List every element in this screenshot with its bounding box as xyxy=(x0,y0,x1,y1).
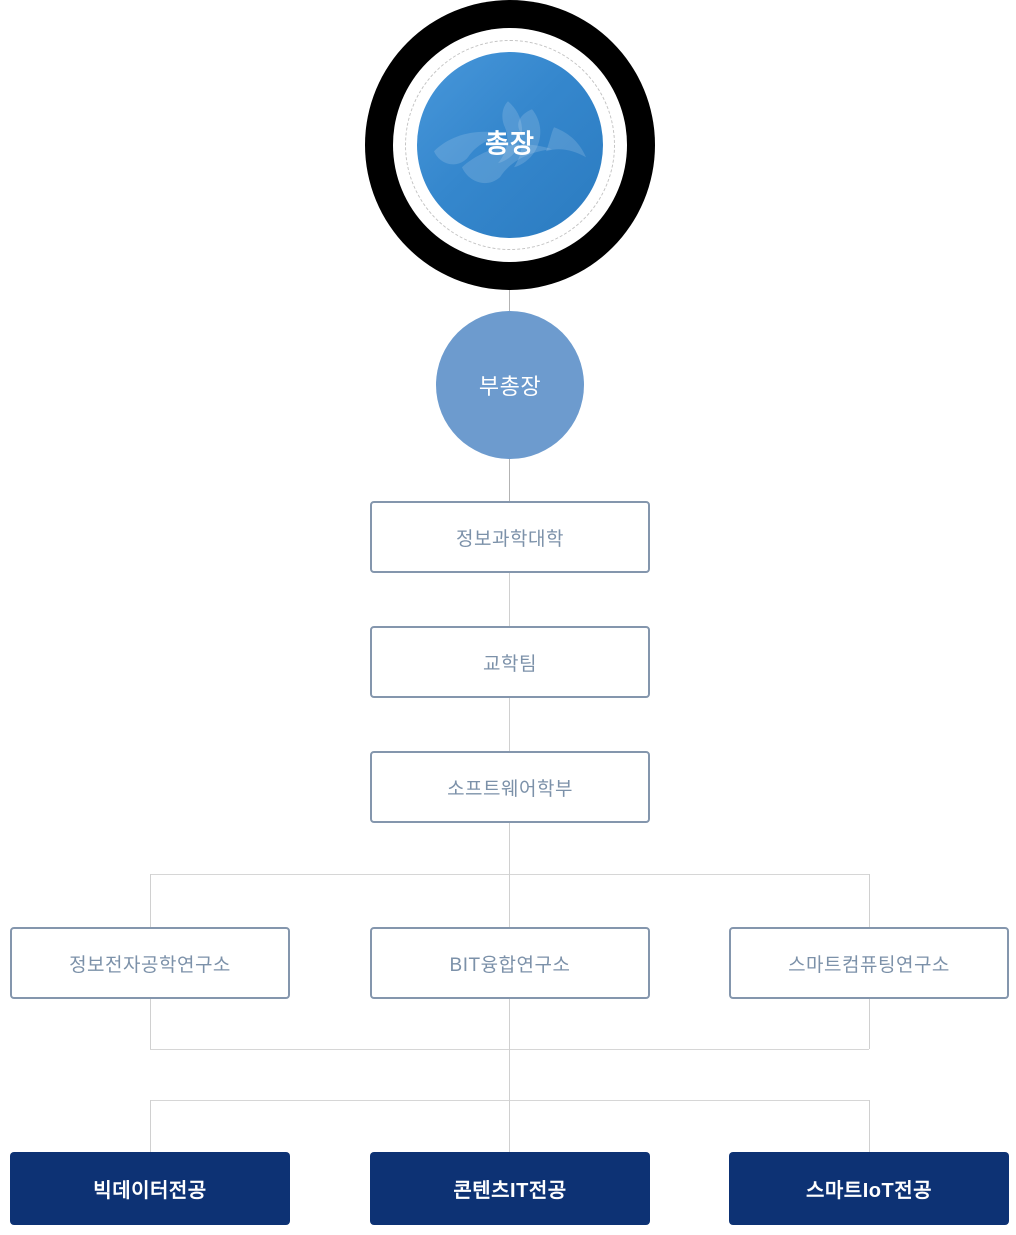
node-vice-president: 부총장 xyxy=(436,311,584,459)
node-president: 총장 xyxy=(365,0,655,290)
connector-vline xyxy=(869,999,870,1049)
node-institute-smart-computing: 스마트컴퓨팅연구소 xyxy=(729,927,1009,999)
vice-president-label: 부총장 xyxy=(478,374,542,399)
connector-vline xyxy=(150,1100,151,1152)
connector-vline xyxy=(150,874,151,927)
connector-vline xyxy=(869,1100,870,1152)
node-major-smart-iot: 스마트IoT전공 xyxy=(729,1152,1009,1225)
connector-vline xyxy=(509,290,510,312)
node-institute-bit-convergence: BIT융합연구소 xyxy=(370,927,650,999)
connector-vline xyxy=(509,823,510,874)
connector-vline xyxy=(509,874,510,927)
connector-vline xyxy=(509,573,510,626)
wave-flame-emblem-icon xyxy=(434,101,586,184)
connector-vline xyxy=(509,1049,510,1100)
president-circle: 총장 xyxy=(417,52,603,238)
connector-vline xyxy=(509,459,510,501)
president-dashed-ring xyxy=(405,40,615,250)
node-major-bigdata: 빅데이터전공 xyxy=(10,1152,290,1225)
connector-vline xyxy=(869,874,870,927)
node-academic-team: 교학팀 xyxy=(370,626,650,698)
connector-vline xyxy=(509,698,510,751)
node-institute-info-electronics: 정보전자공학연구소 xyxy=(10,927,290,999)
node-major-content-it: 콘텐츠IT전공 xyxy=(370,1152,650,1225)
connector-vline xyxy=(509,999,510,1049)
node-software-school: 소프트웨어학부 xyxy=(370,751,650,823)
connector-vline xyxy=(150,999,151,1049)
connector-vline xyxy=(509,1100,510,1152)
node-college: 정보과학대학 xyxy=(370,501,650,573)
president-label: 총장 xyxy=(485,128,535,159)
